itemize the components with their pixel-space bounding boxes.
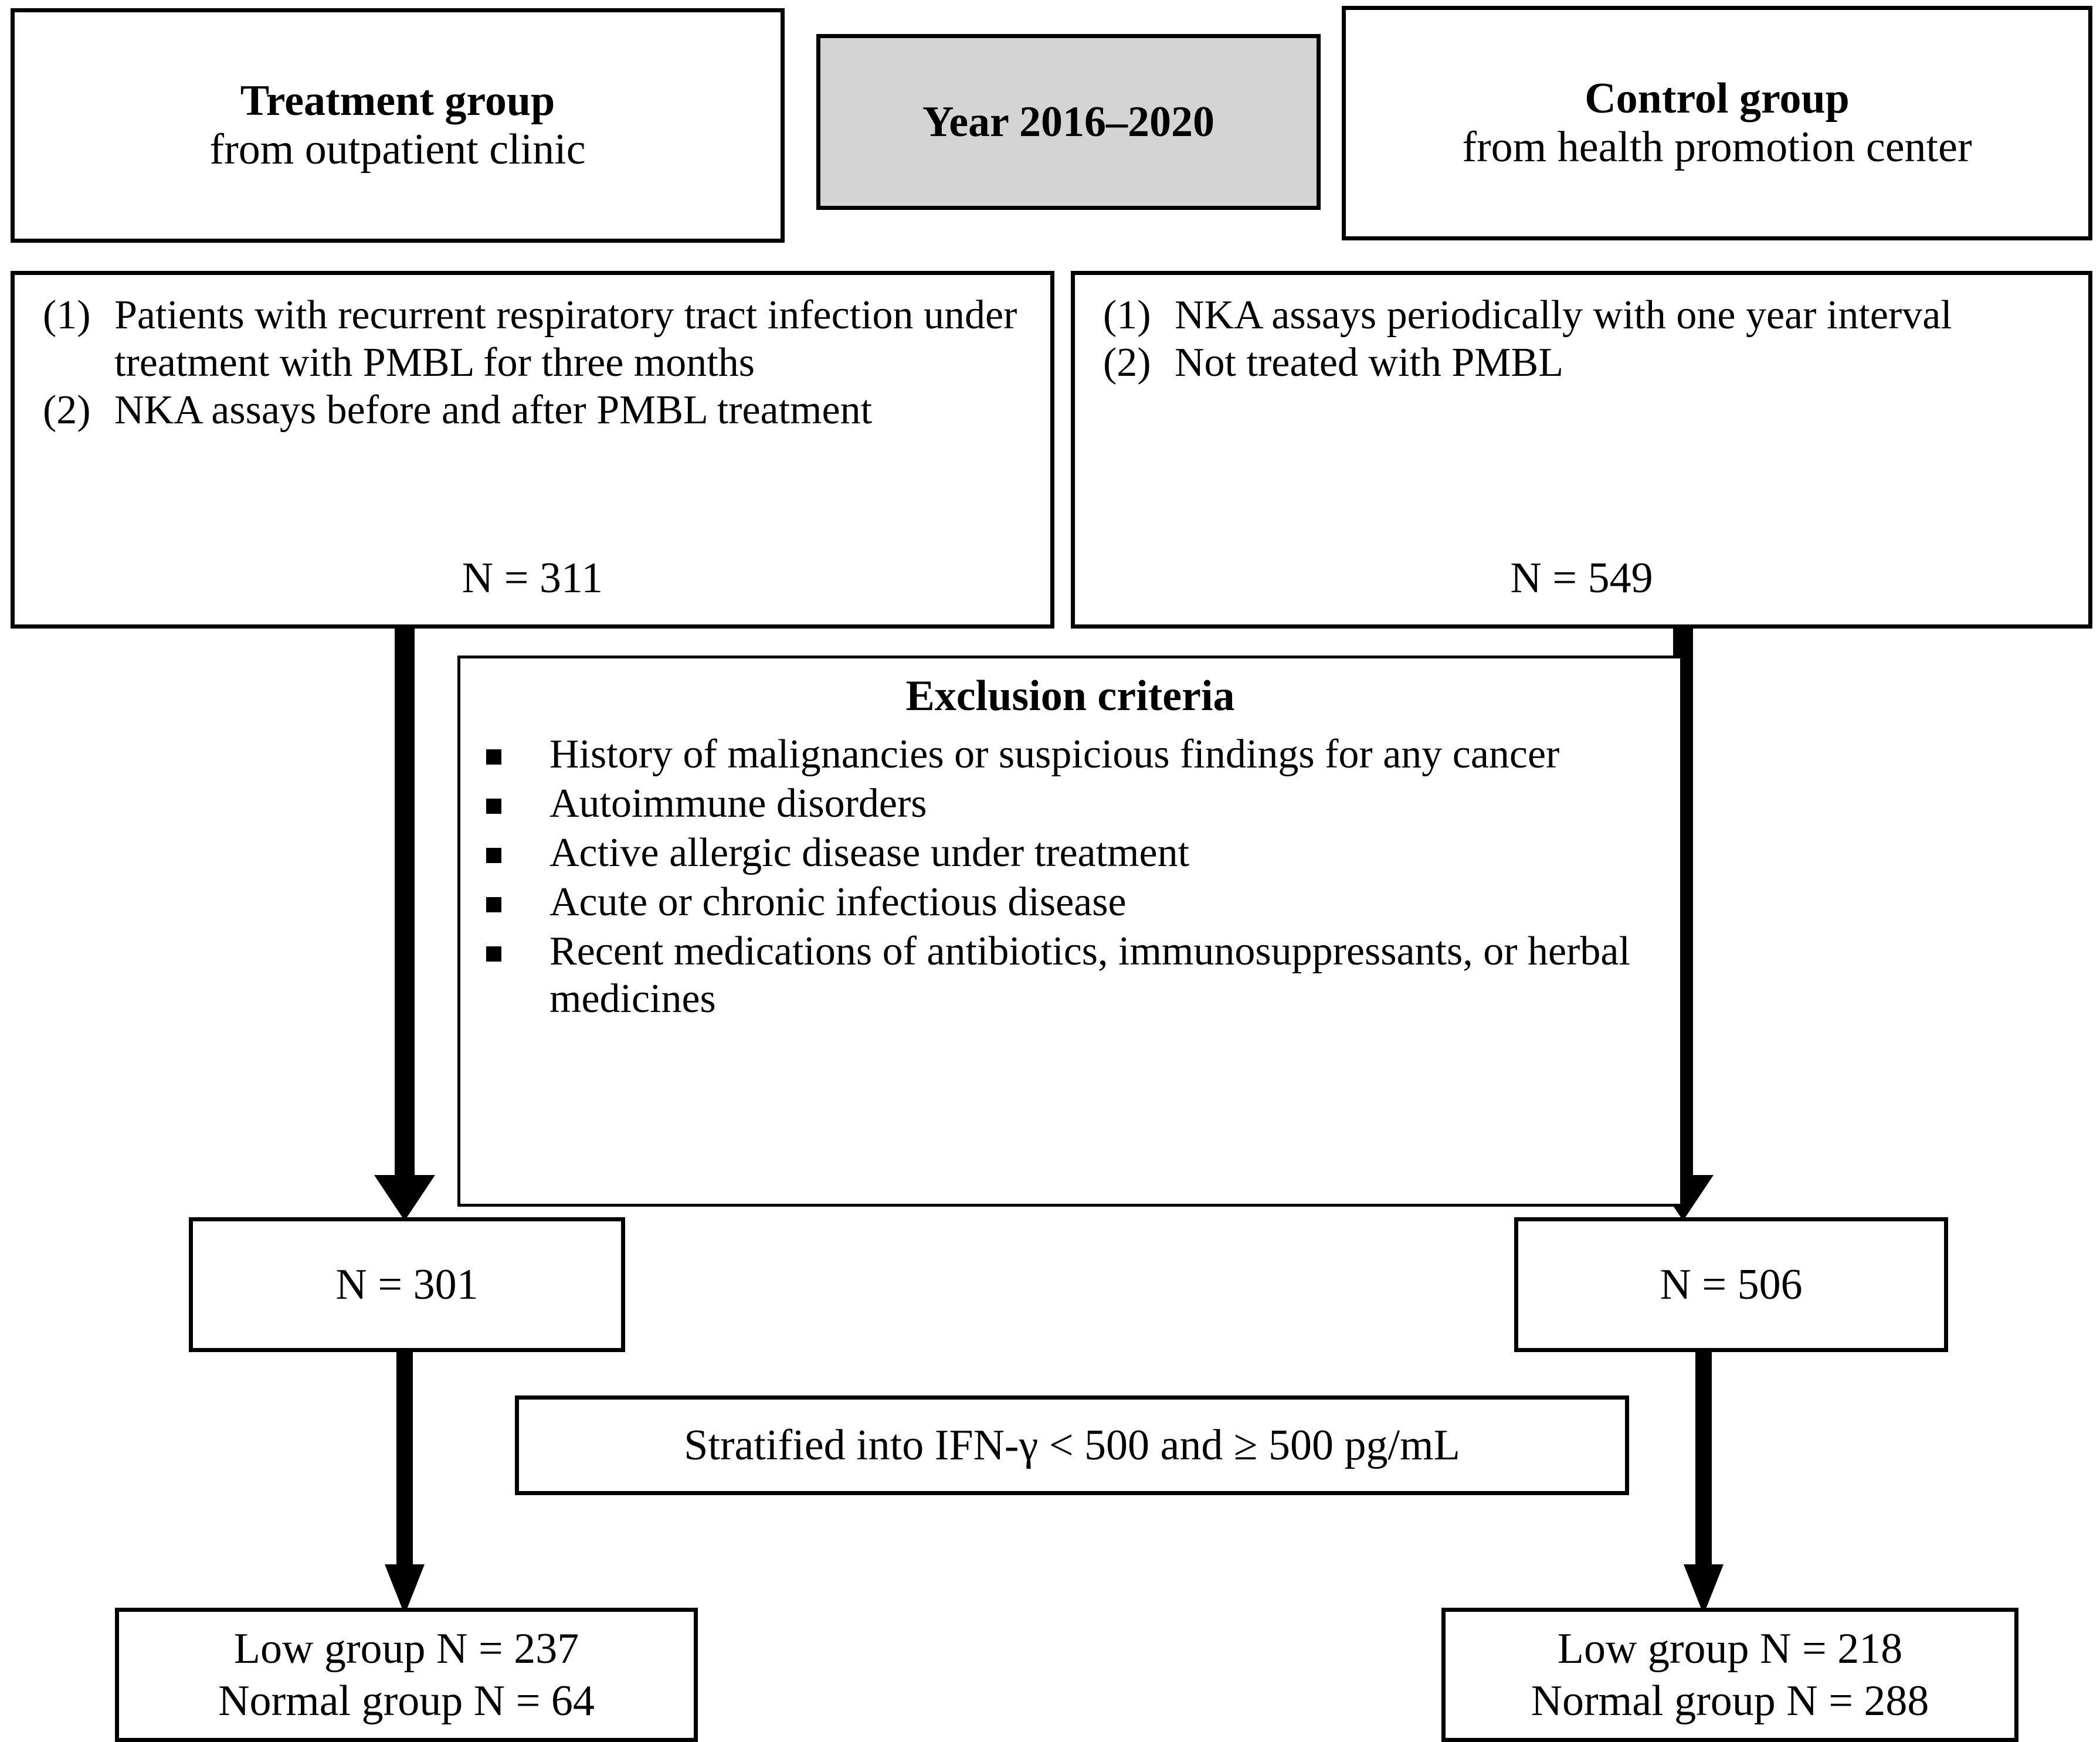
treatment-normal-group: Normal group N = 64 [218, 1676, 595, 1725]
treatment-criteria-total: N = 311 [462, 554, 603, 602]
year-banner-label: Year 2016–2020 [922, 97, 1215, 146]
list-item: Acute or chronic infectious disease [484, 878, 1680, 926]
list-item: (1) NKA assays periodically with one yea… [1103, 291, 2065, 339]
arrow-shaft [396, 1351, 413, 1571]
stratification-label: Stratified into IFN-γ < 500 and ≥ 500 pg… [684, 1421, 1460, 1469]
list-text: Recent medications of antibiotics, immun… [549, 928, 1630, 1022]
treatment-criteria-list: (1) Patients with recurrent respiratory … [43, 291, 1027, 434]
square-bullet-icon [484, 928, 549, 962]
list-marker: (2) [1103, 340, 1151, 386]
square-bullet-icon [484, 780, 549, 814]
arrow-shaft [395, 629, 415, 1177]
treatment-group-subheading: from outpatient clinic [209, 125, 586, 174]
list-text: Not treated with PMBL [1175, 340, 1563, 386]
list-text: Autoimmune disorders [549, 780, 927, 826]
square-bullet-icon [484, 731, 549, 765]
list-marker: (2) [43, 388, 91, 433]
treatment-stratify-arrow [375, 1351, 434, 1615]
treatment-flow-arrow [369, 629, 440, 1221]
treatment-group-heading: Treatment group [240, 77, 555, 125]
control-group-heading: Control group [1585, 74, 1850, 123]
arrow-head [385, 1564, 425, 1615]
treatment-after-exclusion-total: N = 301 [335, 1260, 479, 1309]
control-final-box: Low group N = 218 Normal group N = 288 [1441, 1608, 2018, 1742]
list-item: Recent medications of antibiotics, immun… [484, 928, 1680, 1024]
control-after-exclusion-box: N = 506 [1514, 1217, 1948, 1352]
stratification-box: Stratified into IFN-γ < 500 and ≥ 500 pg… [515, 1395, 1629, 1495]
control-criteria-box: (1) NKA assays periodically with one yea… [1071, 271, 2092, 629]
list-item: (2) Not treated with PMBL [1103, 339, 2065, 386]
list-text: Active allergic disease under treatment [549, 830, 1190, 875]
arrow-head [1684, 1564, 1724, 1615]
list-text: Acute or chronic infectious disease [549, 879, 1127, 925]
arrow-shaft [1695, 1351, 1712, 1571]
control-criteria-total: N = 549 [1510, 554, 1653, 602]
control-stratify-arrow [1674, 1351, 1733, 1615]
list-item: Autoimmune disorders [484, 780, 1680, 828]
control-criteria-list: (1) NKA assays periodically with one yea… [1103, 291, 2065, 386]
control-after-exclusion-total: N = 506 [1660, 1260, 1803, 1309]
control-group-box: Control group from health promotion cent… [1342, 6, 2092, 240]
treatment-final-box: Low group N = 237 Normal group N = 64 [115, 1608, 698, 1742]
year-banner-box: Year 2016–2020 [816, 34, 1321, 210]
list-text: NKA assays periodically with one year in… [1175, 293, 1952, 338]
square-bullet-icon [484, 829, 549, 863]
list-text: History of malignancies or suspicious fi… [549, 732, 1560, 777]
arrow-head [374, 1175, 435, 1221]
treatment-low-group: Low group N = 237 [233, 1624, 579, 1673]
list-item: (1) Patients with recurrent respiratory … [43, 291, 1027, 386]
treatment-after-exclusion-box: N = 301 [189, 1217, 625, 1352]
treatment-group-box: Treatment group from outpatient clinic [11, 8, 785, 243]
list-text: NKA assays before and after PMBL treatme… [114, 388, 873, 433]
list-marker: (1) [43, 293, 91, 338]
control-group-subheading: from health promotion center [1462, 123, 1972, 171]
control-low-group: Low group N = 218 [1557, 1624, 1903, 1673]
list-item: Active allergic disease under treatment [484, 829, 1680, 877]
treatment-criteria-box: (1) Patients with recurrent respiratory … [11, 271, 1054, 629]
square-bullet-icon [484, 878, 549, 912]
list-text: Patients with recurrent respiratory trac… [114, 293, 1017, 386]
exclusion-criteria-title: Exclusion criteria [905, 672, 1235, 720]
list-item: History of malignancies or suspicious fi… [484, 731, 1680, 779]
exclusion-criteria-box: Exclusion criteria History of malignanci… [457, 656, 1683, 1207]
list-marker: (1) [1103, 293, 1151, 338]
control-normal-group: Normal group N = 288 [1531, 1676, 1929, 1725]
exclusion-criteria-list: History of malignancies or suspicious fi… [460, 731, 1680, 1023]
list-item: (2) NKA assays before and after PMBL tre… [43, 386, 1027, 434]
